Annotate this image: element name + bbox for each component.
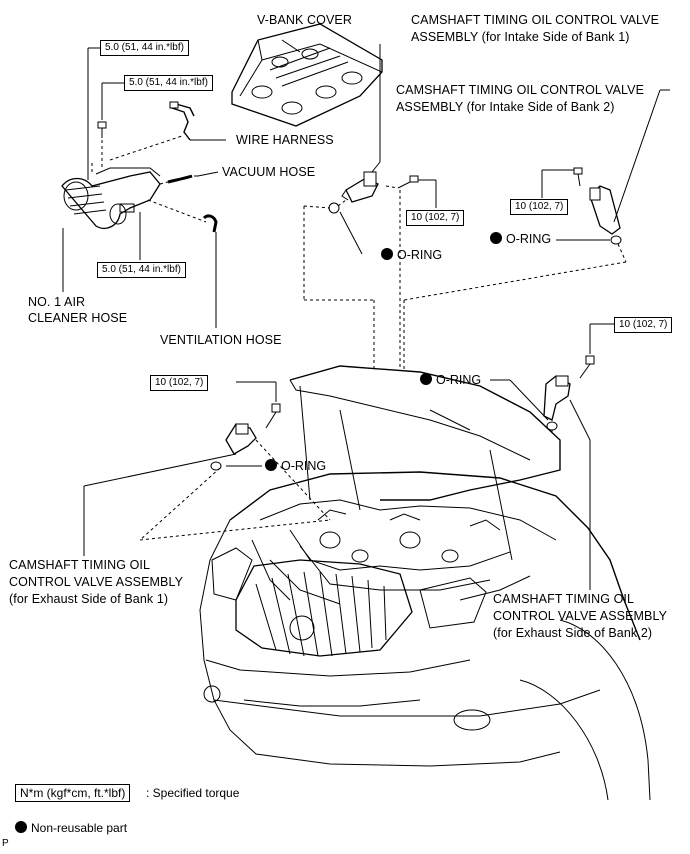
corner-mark: P: [2, 838, 9, 849]
non-reusable-mark-icon: [15, 821, 27, 833]
torque-harness-bolt: 5.0 (51, 44 in.*lbf): [124, 75, 213, 91]
ventilation-hose-drawing: [202, 214, 218, 233]
wire-harness-drawing: [169, 101, 195, 141]
exhaust-bank1-label-line3: (for Exhaust Side of Bank 1): [9, 592, 169, 606]
oring-label-intake-bank2: O-RING: [490, 232, 551, 247]
exhaust-bank1-label-line2: CONTROL VALVE ASSEMBLY: [9, 575, 184, 589]
intake-bank1-oring: [328, 202, 340, 214]
intake-bank2-bolt-drawing: [573, 167, 583, 187]
exhaust-bank2-label-line2: CONTROL VALVE ASSEMBLY: [493, 609, 668, 623]
intake-bank2-label-line1: CAMSHAFT TIMING OIL CONTROL VALVE: [396, 83, 645, 97]
exhaust-bank1-valve-drawing: [225, 423, 257, 455]
ventilation-hose-label: VENTILATION HOSE: [160, 333, 282, 347]
v-bank-cover-drawing: [231, 23, 383, 127]
legend-nonreusable: Non-reusable part: [15, 820, 127, 836]
intake-bank1-valve-drawing: [341, 171, 379, 203]
vehicle-drawing: [199, 365, 651, 801]
oring-label-exhaust-bank2: O-RING: [420, 373, 481, 388]
intake-bank1-label-line2: ASSEMBLY (for Intake Side of Bank 1): [411, 30, 630, 44]
torque-exhaust-bank2: 10 (102, 7): [614, 317, 673, 333]
intake-bank2-oring: [610, 235, 622, 245]
oring-label-intake-bank1: O-RING: [381, 248, 442, 263]
non-reusable-mark-icon: [381, 248, 393, 260]
non-reusable-mark-icon: [490, 232, 502, 244]
exhaust-bank2-bolt-drawing: [579, 355, 595, 379]
exhaust-bank2-valve-drawing: [543, 375, 571, 421]
vacuum-hose-drawing: [167, 174, 193, 184]
air-cleaner-hose-drawing: [61, 167, 161, 229]
non-reusable-mark-icon: [265, 459, 277, 471]
exhaust-bank1-label-line1: CAMSHAFT TIMING OIL: [9, 558, 151, 572]
legend-torque-text: : Specified torque: [146, 786, 240, 800]
wire-harness-label: WIRE HARNESS: [236, 133, 334, 147]
non-reusable-mark-icon: [420, 373, 432, 385]
torque-exhaust-bank1: 10 (102, 7): [150, 375, 209, 391]
harness-bolt-drawing: [97, 121, 107, 138]
air-cleaner-hose-label-line2: CLEANER HOSE: [28, 311, 128, 325]
exhaust-bank2-label-line3: (for Exhaust Side of Bank 2): [493, 626, 653, 640]
v-bank-leader: [281, 39, 301, 53]
torque-top-clamp: 5.0 (51, 44 in.*lbf): [100, 40, 189, 56]
legend-torque-units-box: N*m (kgf*cm, ft.*lbf): [15, 784, 131, 802]
torque-intake-bank1: 10 (102, 7): [406, 210, 465, 226]
intake-bank1-label-line1: CAMSHAFT TIMING OIL CONTROL VALVE: [411, 13, 660, 27]
air-cleaner-hose-label-line1: NO. 1 AIR: [28, 295, 86, 309]
intake-bank2-label-line2: ASSEMBLY (for Intake Side of Bank 2): [396, 100, 615, 114]
exhaust-bank1-oring: [210, 461, 222, 471]
intake-bank2-valve-drawing: [589, 185, 621, 235]
oring-label-exhaust-bank1: O-RING: [265, 459, 326, 474]
exhaust-bank2-label-line1: CAMSHAFT TIMING OIL: [493, 592, 635, 606]
v-bank-cover-label: V-BANK COVER: [257, 13, 352, 27]
torque-intake-bank2: 10 (102, 7): [510, 199, 569, 215]
intake-bank1-bolt-drawing: [397, 175, 419, 189]
torque-lower-clamp: 5.0 (51, 44 in.*lbf): [97, 262, 186, 278]
exhaust-bank1-bolt-drawing: [265, 403, 281, 429]
vacuum-hose-label: VACUUM HOSE: [222, 165, 316, 179]
